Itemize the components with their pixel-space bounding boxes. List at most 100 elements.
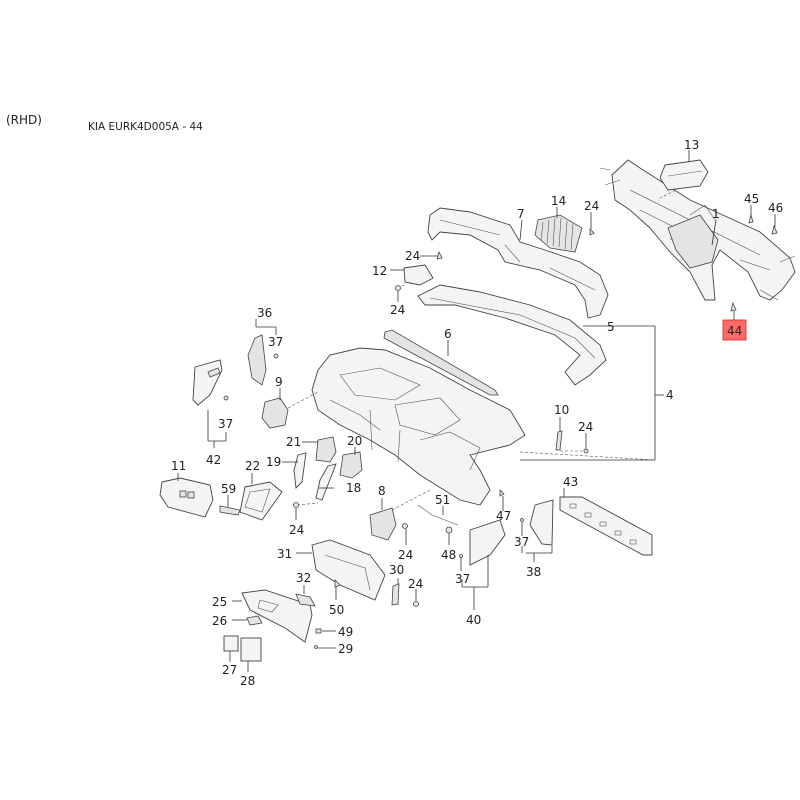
part-49-clip[interactable] bbox=[315, 628, 322, 634]
callout-24-e[interactable]: 24 bbox=[289, 523, 304, 537]
part-7-air-duct[interactable] bbox=[427, 207, 609, 319]
callout-24-b[interactable]: 24 bbox=[405, 249, 420, 263]
callout-37-c[interactable]: 37 bbox=[514, 535, 529, 549]
part-32-handle[interactable] bbox=[295, 593, 316, 607]
callout-19[interactable]: 19 bbox=[266, 455, 281, 469]
part-59-switch[interactable] bbox=[219, 505, 241, 516]
callout-32[interactable]: 32 bbox=[296, 571, 311, 585]
callout-27[interactable]: 27 bbox=[222, 663, 237, 677]
callout-5[interactable]: 5 bbox=[607, 320, 615, 334]
part-51-wiring[interactable] bbox=[417, 504, 459, 526]
bolt-24-e[interactable] bbox=[293, 502, 299, 521]
callout-49[interactable]: 49 bbox=[338, 625, 353, 639]
callout-59[interactable]: 59 bbox=[221, 482, 236, 496]
callout-46[interactable]: 46 bbox=[768, 201, 783, 215]
callout-50[interactable]: 50 bbox=[329, 603, 344, 617]
part-30-bracket[interactable] bbox=[391, 583, 400, 606]
part-12-bracket[interactable] bbox=[394, 264, 434, 291]
main-crash-pad[interactable] bbox=[311, 347, 656, 506]
callout-30[interactable]: 30 bbox=[389, 563, 404, 577]
clip-37-a[interactable] bbox=[273, 353, 279, 359]
callout-38[interactable]: 38 bbox=[526, 565, 541, 579]
clip-37-d[interactable] bbox=[520, 518, 524, 522]
callout-37-d[interactable]: 37 bbox=[455, 572, 470, 586]
callout-24-d[interactable]: 24 bbox=[578, 420, 593, 434]
part-28-pad[interactable] bbox=[240, 637, 262, 662]
clip-37-b[interactable] bbox=[223, 395, 229, 401]
callout-22[interactable]: 22 bbox=[245, 459, 260, 473]
callout-51[interactable]: 51 bbox=[435, 493, 450, 507]
callout-26[interactable]: 26 bbox=[212, 614, 227, 628]
part-43-pad[interactable] bbox=[559, 496, 653, 556]
callout-24-c[interactable]: 24 bbox=[390, 303, 405, 317]
part-9-side-vent[interactable] bbox=[261, 391, 319, 429]
callout-44-highlighted[interactable]: 44 bbox=[727, 324, 742, 338]
callout-40[interactable]: 40 bbox=[466, 613, 481, 627]
bolt-24-c[interactable] bbox=[395, 285, 401, 303]
bolt-24-a[interactable] bbox=[589, 212, 595, 236]
bolt-24-g[interactable] bbox=[413, 589, 419, 607]
callout-28[interactable]: 28 bbox=[240, 674, 255, 688]
part-27-pad[interactable] bbox=[223, 635, 239, 652]
callout-18[interactable]: 18 bbox=[346, 481, 361, 495]
callout-42[interactable]: 42 bbox=[206, 453, 221, 467]
part-31-center-tray[interactable] bbox=[311, 539, 386, 601]
callout-45[interactable]: 45 bbox=[744, 192, 759, 206]
part-38-end-cap[interactable] bbox=[529, 499, 554, 546]
part-13-module[interactable] bbox=[659, 159, 709, 199]
part-6-trim-strip[interactable] bbox=[383, 329, 499, 396]
bolt-47[interactable] bbox=[499, 489, 505, 507]
callout-24-f[interactable]: 24 bbox=[398, 548, 413, 562]
callout-6[interactable]: 6 bbox=[444, 327, 452, 341]
bolt-46[interactable] bbox=[771, 214, 778, 235]
part-20-center-vent[interactable] bbox=[339, 451, 363, 479]
callout-48[interactable]: 48 bbox=[441, 548, 456, 562]
bolt-44[interactable] bbox=[730, 301, 737, 320]
callout-47[interactable]: 47 bbox=[496, 509, 511, 523]
part-19-bezel[interactable] bbox=[293, 452, 307, 489]
bolt-24-f[interactable] bbox=[402, 523, 408, 546]
callout-36[interactable]: 36 bbox=[257, 306, 272, 320]
part-18-bezel[interactable] bbox=[296, 463, 337, 506]
callout-37-b[interactable]: 37 bbox=[218, 417, 233, 431]
callout-1[interactable]: 1 bbox=[712, 207, 720, 221]
bolt-50[interactable] bbox=[334, 579, 341, 600]
bolt-24-b[interactable] bbox=[420, 250, 443, 260]
part-21-center-vent[interactable] bbox=[315, 436, 337, 463]
nut-48[interactable] bbox=[445, 526, 453, 545]
callout-43[interactable]: 43 bbox=[563, 475, 578, 489]
part-1-cowl-crossmember[interactable] bbox=[599, 159, 796, 301]
callout-7[interactable]: 7 bbox=[517, 207, 525, 221]
callout-24-g[interactable]: 24 bbox=[408, 577, 423, 591]
part-8-vent[interactable] bbox=[369, 489, 431, 541]
callout-29[interactable]: 29 bbox=[338, 642, 353, 656]
part-25-glove-box[interactable] bbox=[241, 589, 313, 643]
callout-24-a[interactable]: 24 bbox=[584, 199, 599, 213]
callout-12[interactable]: 12 bbox=[372, 264, 387, 278]
callout-20[interactable]: 20 bbox=[347, 434, 362, 448]
callout-25[interactable]: 25 bbox=[212, 595, 227, 609]
bolt-24-d[interactable] bbox=[560, 448, 589, 454]
highlight-box-44[interactable] bbox=[722, 319, 747, 341]
part-26-latch[interactable] bbox=[246, 615, 263, 626]
part-42-side-panel[interactable] bbox=[192, 359, 223, 406]
part-14-grille[interactable] bbox=[534, 214, 583, 253]
part-22-bezel[interactable] bbox=[239, 481, 283, 521]
part-40-side-cover[interactable] bbox=[469, 519, 506, 566]
callout-4[interactable]: 4 bbox=[666, 388, 674, 402]
part-5-defroster-duct[interactable] bbox=[417, 284, 607, 386]
callout-11[interactable]: 11 bbox=[171, 459, 186, 473]
part-10-bracket[interactable] bbox=[555, 430, 563, 451]
callout-8[interactable]: 8 bbox=[378, 484, 386, 498]
callout-21[interactable]: 21 bbox=[286, 435, 301, 449]
callout-13[interactable]: 13 bbox=[684, 138, 699, 152]
callout-9[interactable]: 9 bbox=[275, 375, 283, 389]
callout-14[interactable]: 14 bbox=[551, 194, 566, 208]
callout-31[interactable]: 31 bbox=[277, 547, 292, 561]
part-36-side-cover[interactable] bbox=[247, 334, 267, 386]
part-29-damper[interactable] bbox=[314, 645, 318, 649]
part-11-switch-panel[interactable] bbox=[159, 477, 214, 518]
callout-10[interactable]: 10 bbox=[554, 403, 569, 417]
callout-37-a[interactable]: 37 bbox=[268, 335, 283, 349]
bolt-45[interactable] bbox=[748, 205, 754, 224]
